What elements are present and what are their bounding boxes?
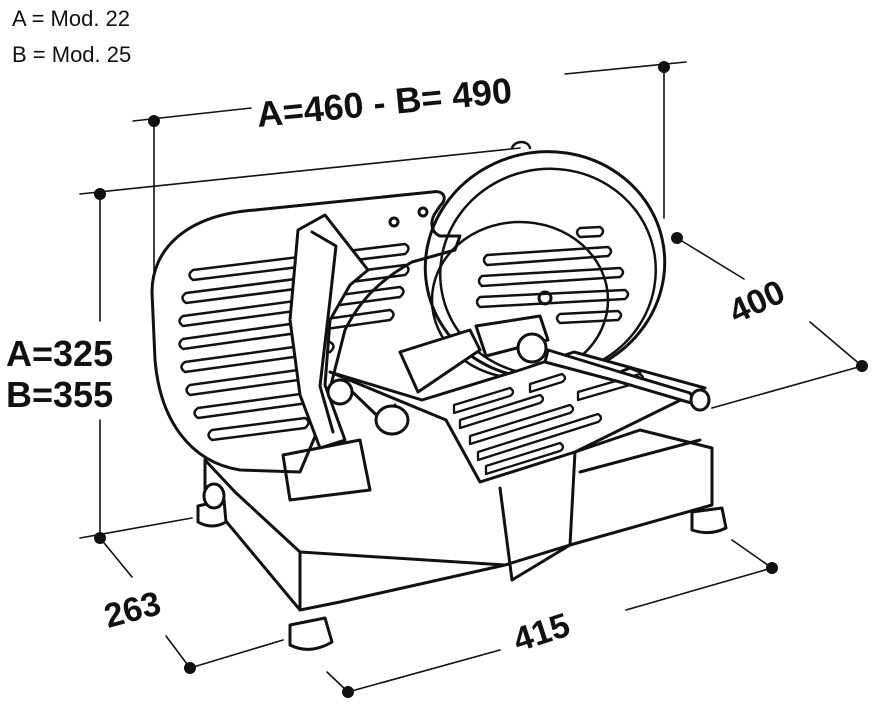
blade-hub	[537, 290, 553, 306]
housing-screw	[388, 216, 400, 228]
machine-base	[196, 428, 728, 651]
dimension-width-top	[132, 61, 687, 279]
dimension-depth-bottom-label: 263	[100, 584, 165, 635]
dimension-dot	[658, 61, 670, 73]
dimension-dot	[766, 562, 778, 574]
dimension-height-b-label: B=355	[6, 374, 113, 415]
dimension-depth-top-label: 400	[723, 273, 790, 331]
dimension-height-lines	[79, 147, 521, 544]
legend-model-a: A = Mod. 22	[12, 6, 131, 31]
dimension-dot	[148, 115, 160, 127]
base-foot	[288, 616, 334, 651]
dimension-depth-top	[671, 232, 868, 409]
dimension-dot	[671, 232, 683, 244]
dimension-base-width	[326, 539, 778, 698]
dimension-height-a-label: A=325	[6, 333, 113, 374]
legend-model-b: B = Mod. 25	[12, 42, 132, 67]
dimension-dot	[184, 662, 196, 674]
slicer-machine	[150, 140, 728, 651]
pusher-arm	[288, 213, 410, 450]
dimension-base-width-label: 415	[509, 606, 575, 660]
housing-back	[150, 190, 462, 474]
dimension-width-label: A=460 - B= 490	[255, 70, 514, 135]
dimension-lines	[79, 61, 868, 698]
dimension-dot	[856, 360, 868, 372]
base-foot	[690, 506, 728, 535]
control-knob	[202, 482, 226, 510]
dimension-dot	[342, 686, 354, 698]
carriage-rail-arm	[398, 314, 711, 412]
dimension-dot	[94, 188, 106, 200]
dimension-depth-bottom	[99, 537, 284, 674]
housing-screw	[417, 206, 429, 218]
